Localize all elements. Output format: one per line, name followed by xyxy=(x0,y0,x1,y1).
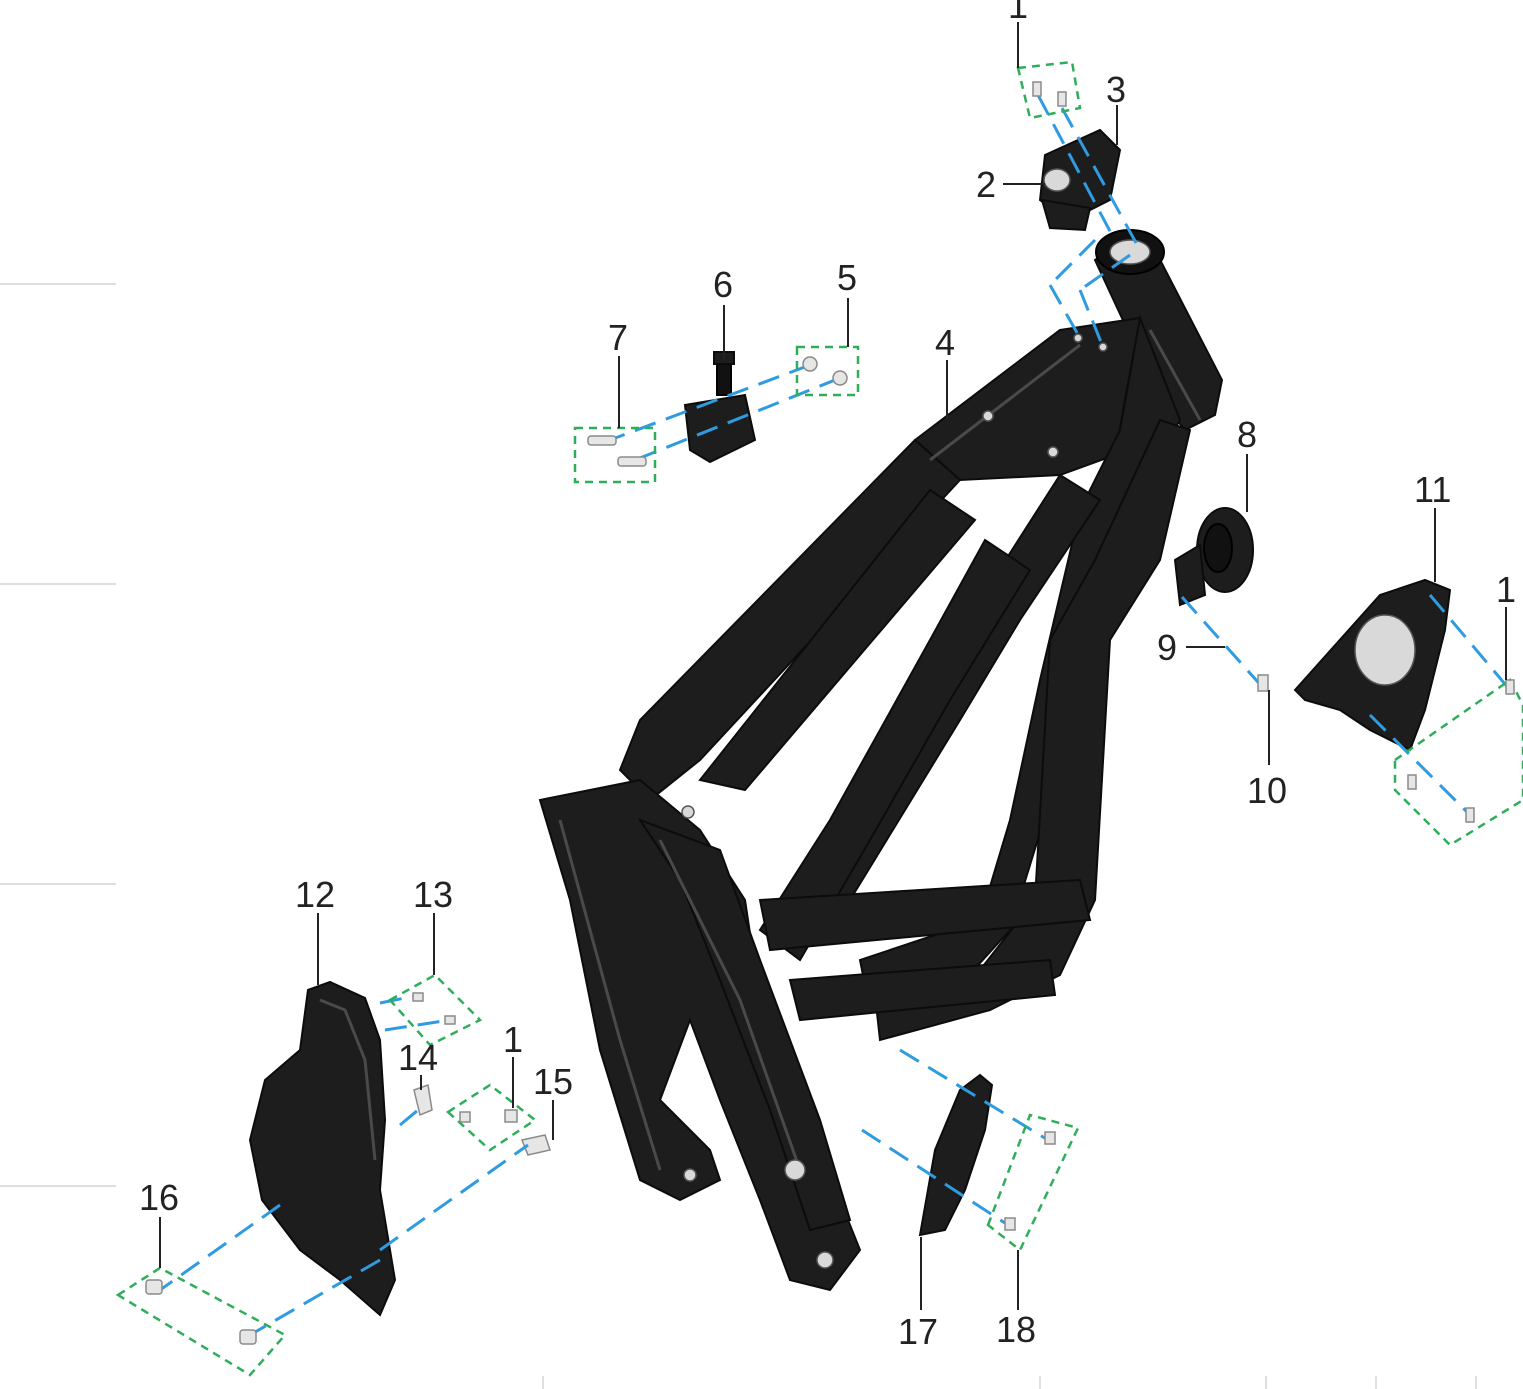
callout-5: 5 xyxy=(837,257,857,298)
callout-1-top: 1 xyxy=(1008,0,1028,26)
callout-3: 3 xyxy=(1106,69,1126,110)
relay-part xyxy=(683,351,757,464)
callout-1-right: 1 xyxy=(1496,569,1516,610)
callout-14: 14 xyxy=(398,1037,438,1078)
cover-part-12 xyxy=(248,980,397,1317)
callout-1-mid: 1 xyxy=(503,1019,523,1060)
callout-17: 17 xyxy=(898,1311,938,1352)
callout-16: 16 xyxy=(139,1177,179,1218)
callout-13: 13 xyxy=(413,874,453,915)
callout-11: 11 xyxy=(1414,469,1451,510)
callout-labels: 1 2 3 4 5 6 7 8 9 10 11 1 12 13 14 1 15 … xyxy=(139,0,1516,1352)
callout-12: 12 xyxy=(295,874,335,915)
callout-7: 7 xyxy=(608,317,628,358)
bolts xyxy=(145,81,1515,1345)
callout-9: 9 xyxy=(1157,627,1177,668)
assembly-lines xyxy=(159,94,1512,1337)
callout-4: 4 xyxy=(935,322,955,363)
top-clamp-parts xyxy=(1038,128,1122,232)
main-frame xyxy=(538,229,1224,1292)
callout-10: 10 xyxy=(1247,770,1287,811)
callout-2: 2 xyxy=(976,164,996,205)
horn-part xyxy=(1173,507,1254,607)
callout-18: 18 xyxy=(996,1309,1036,1350)
page-rules xyxy=(0,283,1477,1389)
callout-15: 15 xyxy=(533,1061,573,1102)
callout-8: 8 xyxy=(1237,414,1257,455)
bracket-part-11 xyxy=(1293,578,1452,752)
leader-lines xyxy=(159,22,1507,1310)
small-parts xyxy=(413,1083,551,1156)
callout-6: 6 xyxy=(713,264,733,305)
guard-part-17 xyxy=(918,1073,994,1237)
